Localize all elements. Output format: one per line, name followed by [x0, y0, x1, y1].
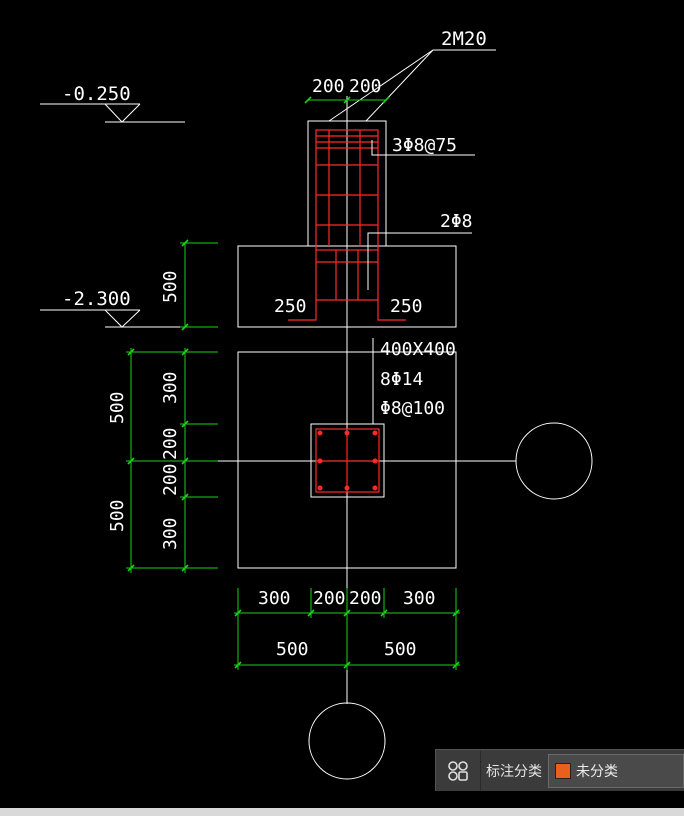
stirrup-note: 3Φ8@75 [392, 135, 457, 156]
elev-top-triangle [104, 103, 141, 123]
left-outer-tick-1 [127, 348, 135, 356]
left-inner-dim-3: 200 [160, 463, 181, 496]
annotation-category-button[interactable] [436, 750, 481, 791]
leader-label: 2M20 [441, 28, 487, 50]
left-inner-tick-5 [181, 564, 189, 572]
axis-bubble-bottom [308, 702, 386, 780]
annotation-category-icon [448, 760, 468, 781]
bottom-r2-dim-2: 500 [384, 639, 417, 660]
column-bar-3 [317, 485, 323, 491]
rebar-left-leg [288, 250, 317, 321]
left-inner-tick-2 [181, 420, 189, 428]
leader-line-1 [328, 49, 434, 122]
pad-right-dim: 250 [390, 296, 423, 317]
top-dim-tick-l [304, 96, 312, 104]
annotation-category-label: 标注分类 [486, 763, 542, 780]
left-inner-dim-4: 300 [160, 517, 181, 550]
pier-height-tick-bottom [181, 323, 189, 331]
left-inner-tick-1 [181, 348, 189, 356]
rebar-right-leg [377, 250, 406, 321]
bottom-r1-tick-4 [380, 609, 388, 617]
bottom-r2-dim-1: 500 [276, 639, 309, 660]
bottom-r2-tick-2 [343, 661, 351, 669]
bottom-scrollbar-strip[interactable] [0, 808, 684, 816]
left-outer-tick-3 [127, 564, 135, 572]
elevation-bottom-label: -2.300 [62, 288, 131, 310]
bottom-r1-dim-4: 300 [403, 588, 436, 609]
left-inner-dim-2: 200 [160, 427, 181, 460]
bottom-r1-dim-2: 200 [313, 588, 346, 609]
leader-line-2 [365, 49, 434, 122]
top-dim-tick-r [382, 96, 390, 104]
column-bar-7 [317, 458, 323, 464]
column-bar-1 [317, 430, 323, 436]
pad-left-dim: 250 [274, 296, 307, 317]
bar-leader [367, 232, 472, 290]
column-size-note: 400X400 [380, 339, 456, 360]
pier-height-tick-top [181, 239, 189, 247]
bar-note: 2Φ8 [440, 211, 473, 232]
top-dim-left: 200 [312, 76, 345, 97]
bottom-r1-tick-1 [234, 609, 242, 617]
plan-column-outline [310, 423, 385, 498]
stirrup-leader [371, 140, 475, 156]
bottom-r2-tick-3 [452, 661, 460, 669]
plan-pad-outline [237, 351, 457, 569]
column-bar-4 [372, 485, 378, 491]
column-stirrups-note: Φ8@100 [380, 398, 445, 419]
column-bar-6 [344, 485, 350, 491]
bottom-r1-dim-3: 200 [349, 588, 382, 609]
category-selected-value: 未分类 [576, 763, 618, 780]
left-inner-dim-1: 300 [160, 371, 181, 404]
left-outer-tick-2 [127, 457, 135, 465]
elevation-top-label: -0.250 [62, 83, 131, 105]
category-color-swatch [555, 762, 571, 779]
bottom-r1-tick-5 [452, 609, 460, 617]
column-bar-8 [372, 458, 378, 464]
left-outer-bottom-dim: 500 [107, 499, 128, 532]
left-inner-tick-3 [181, 457, 189, 465]
pier-outline [307, 120, 387, 247]
pier-height-dim: 500 [160, 270, 181, 303]
left-inner-tick-4 [181, 493, 189, 501]
bottom-r1-tick-3 [343, 609, 351, 617]
elev-bottom-triangle [104, 309, 141, 328]
bottom-r1-dim-1: 300 [258, 588, 291, 609]
top-dim-tick-m [343, 96, 351, 104]
top-dim-right: 200 [349, 76, 382, 97]
axis-bubble-right [515, 422, 593, 500]
bottom-r1-tick-2 [307, 609, 315, 617]
annotation-category-panel: 标注分类 未分类 [435, 749, 684, 791]
category-select[interactable]: 未分类 [548, 753, 684, 788]
pad-outline [237, 245, 457, 328]
left-outer-top-dim: 500 [107, 391, 128, 424]
column-bar-5 [344, 430, 350, 436]
pier-rebar-cage [315, 129, 379, 251]
column-bar-2 [372, 430, 378, 436]
column-main-bars-note: 8Φ14 [380, 369, 423, 390]
bottom-r2-tick-1 [234, 661, 242, 669]
